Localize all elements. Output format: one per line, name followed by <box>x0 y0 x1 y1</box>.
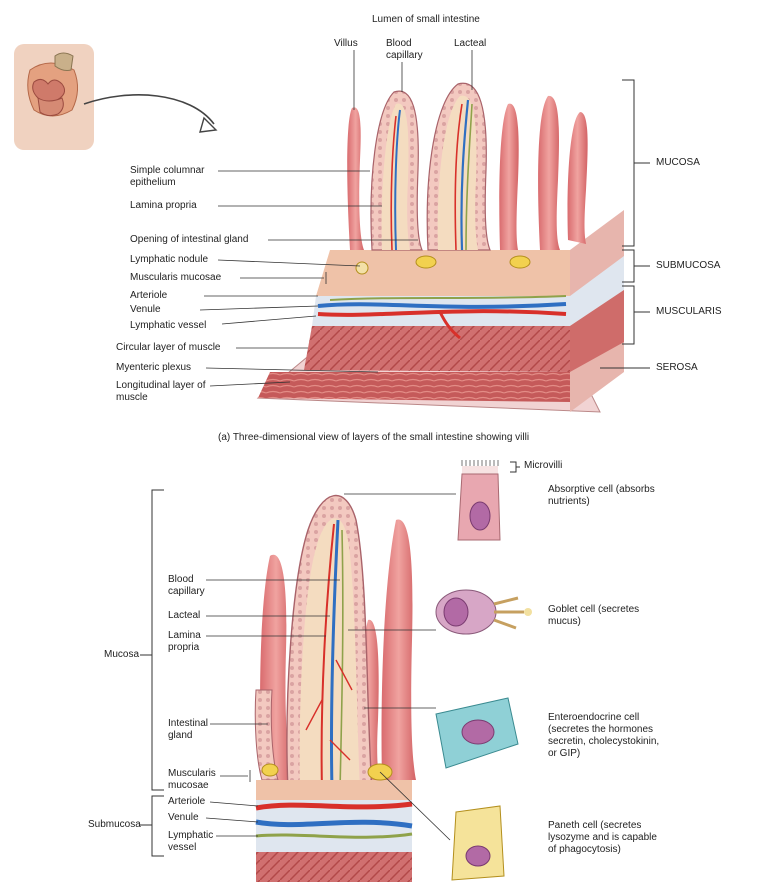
absorptive-cell-art <box>457 460 501 541</box>
mucosa-layer-label: MUCOSA <box>656 157 700 168</box>
top-layer-bracket <box>600 79 650 369</box>
top-leader-lines <box>199 50 473 387</box>
paneth-cell-art <box>451 805 505 881</box>
blood-capillary-label-b: Blood capillary <box>168 574 205 597</box>
lymphatic-nodule-label: Lymphatic nodule <box>130 254 209 265</box>
inset-arrow <box>83 94 215 125</box>
bottom-villus <box>254 494 416 882</box>
lamina-propria-label: Lamina propria <box>130 200 197 211</box>
top-block <box>256 82 624 413</box>
bottom-leader-lines <box>205 493 456 841</box>
mucosa-label: Mucosa <box>104 649 140 660</box>
villus-label: Villus <box>334 38 358 49</box>
simple-columnar-label: Simple columnar epithelium <box>130 165 205 188</box>
muscularis-mucosae-label-b: Muscularis mucosae <box>168 768 216 791</box>
lumen-label: Lumen of small intestine <box>372 14 480 25</box>
paneth-cell-label: Paneth cell (secretes lysozyme and is ca… <box>548 820 657 855</box>
absorptive-cell-label: Absorptive cell (absorbs nutrients) <box>548 484 655 507</box>
microvilli-label: Microvilli <box>524 460 563 471</box>
bottom-bracket <box>140 461 520 857</box>
enteroendocrine-cell-art <box>435 697 519 769</box>
opening-gland-label: Opening of intestinal gland <box>130 234 249 245</box>
intestinal-gland-label: Intestinal gland <box>168 718 209 741</box>
lymphatic-vessel-label: Lymphatic vessel <box>130 320 207 331</box>
blood-capillary-label: Blood capillary <box>386 38 423 61</box>
longitudinal-muscle-label: Longitudinal layer of muscle <box>116 380 206 403</box>
muscularis-mucosae-label: Muscularis mucosae <box>130 272 222 283</box>
circular-muscle-label: Circular layer of muscle <box>116 342 221 353</box>
figure-caption: (a) Three-dimensional view of layers of … <box>218 432 530 443</box>
lymphatic-vessel-label-b: Lymphatic vessel <box>168 830 214 853</box>
inset-arrow-head <box>199 116 218 133</box>
goblet-cell-label: Goblet cell (secretes mucus) <box>548 604 640 627</box>
abdomen-inset <box>14 44 94 150</box>
serosa-layer-label: SEROSA <box>656 362 698 373</box>
arteriole-label-b: Arteriole <box>168 796 206 807</box>
lacteal-label: Lacteal <box>454 38 487 49</box>
enteroendocrine-cell-label: Enteroendocrine cell (secretes the hormo… <box>548 712 660 759</box>
muscularis-layer-label: MUSCULARIS <box>656 306 722 317</box>
myenteric-plexus-label: Myenteric plexus <box>116 362 192 373</box>
lamina-propria-label-b: Lamina propria <box>168 630 201 653</box>
arteriole-label: Arteriole <box>130 290 168 301</box>
goblet-cell-art <box>435 589 532 635</box>
venule-label-b: Venule <box>168 812 199 823</box>
submucosa-label: Submucosa <box>88 819 141 830</box>
submucosa-layer-label: SUBMUCOSA <box>656 260 721 271</box>
venule-label: Venule <box>130 304 161 315</box>
lacteal-label-b: Lacteal <box>168 610 201 621</box>
